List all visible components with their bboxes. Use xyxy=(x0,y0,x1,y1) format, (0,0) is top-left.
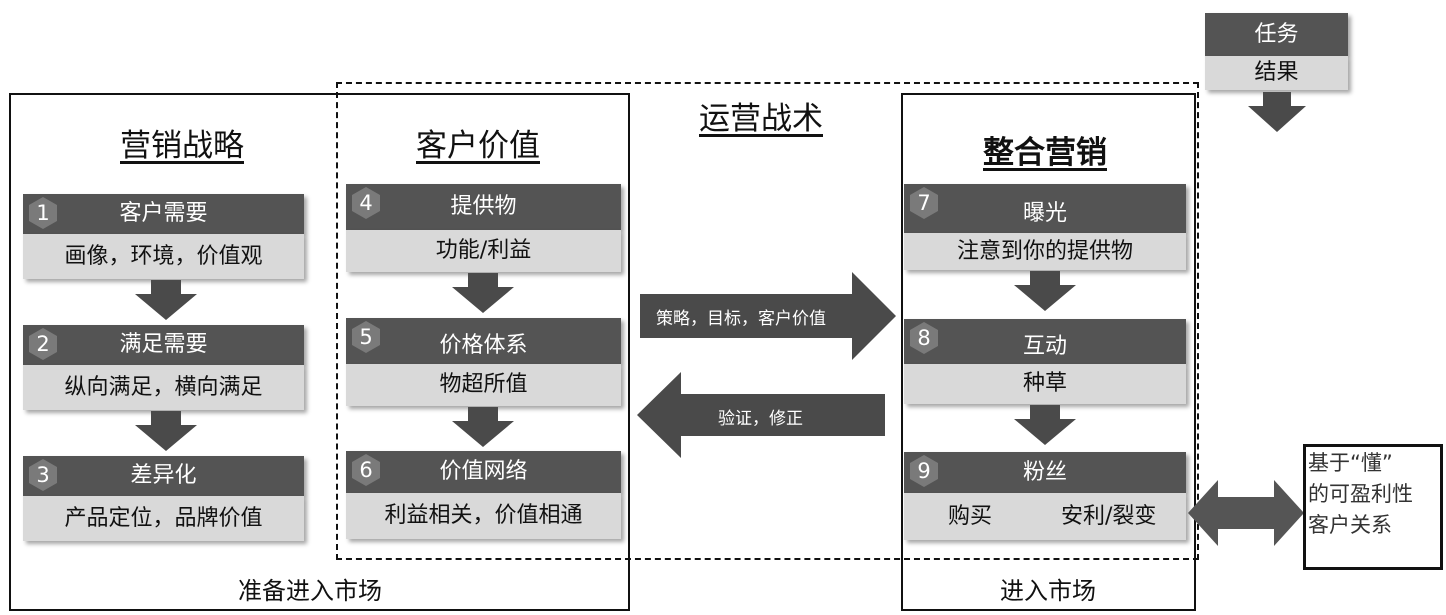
integrated-title: 整合营销 xyxy=(983,135,1107,171)
step-5-task: 5 价格体系 xyxy=(346,318,621,364)
step-2-task: 2 满足需要 xyxy=(23,325,304,365)
step-6-result-label: 利益相关，价值相通 xyxy=(384,503,583,528)
step-4-task: 4 提供物 xyxy=(346,184,621,230)
step-7-task-label: 曝光 xyxy=(1022,201,1067,226)
step-1-down-arrow-icon xyxy=(135,280,197,320)
step-9-number-badge: 9 xyxy=(910,455,938,487)
step-8-task-label: 互动 xyxy=(1022,334,1067,359)
step-6-task: 6 价值网络 xyxy=(346,451,621,493)
back-flow-label: 验证，修正 xyxy=(718,409,803,429)
step-4-result-label: 功能/利益 xyxy=(435,238,532,263)
relationship-note: 基于“懂” 的可盈利性 客户关系 xyxy=(1303,444,1443,570)
step-2-task-label: 满足需要 xyxy=(119,332,208,357)
step-1-result: 画像，环境，价值观 xyxy=(23,234,304,279)
strategy-footer: 准备进入市场 xyxy=(238,577,382,605)
step-7-task: 7 曝光 xyxy=(904,184,1186,233)
step-6-task-label: 价值网络 xyxy=(439,459,528,484)
tactics-dashed-frame xyxy=(336,82,1199,560)
legend-result-label: 结果 xyxy=(1254,60,1299,85)
step-3-result: 产品定位，品牌价值 xyxy=(23,496,304,541)
step-1-number-badge: 1 xyxy=(29,197,57,229)
strategy-frame xyxy=(9,93,630,611)
step-1-result-label: 画像，环境，价值观 xyxy=(64,244,263,269)
step-4-task-label: 提供物 xyxy=(450,194,517,219)
step-3-number-badge: 3 xyxy=(29,459,57,491)
step-9-result-right-label: 安利/裂变 xyxy=(1061,504,1157,529)
forward-flow-label: 策略，目标，客户价值 xyxy=(656,309,826,329)
step-9-result-left-label: 购买 xyxy=(948,504,993,529)
legend-result: 结果 xyxy=(1205,56,1348,90)
integrated-frame xyxy=(901,93,1196,611)
value-title: 客户价值 xyxy=(416,128,540,164)
legend-down-arrow-icon xyxy=(1248,92,1306,132)
step-8-result: 种草 xyxy=(904,364,1186,404)
step-7-number-badge: 7 xyxy=(910,187,938,219)
step-4-result: 功能/利益 xyxy=(346,230,621,272)
step-3-task-label: 差异化 xyxy=(130,463,197,488)
step-1-task-label: 客户需要 xyxy=(119,201,208,226)
step-7-result-label: 注意到你的提供物 xyxy=(956,239,1133,264)
step-6-number-badge: 6 xyxy=(352,454,380,486)
step-2-result: 纵向满足，横向满足 xyxy=(23,365,304,410)
step-5-task-label: 价格体系 xyxy=(439,333,528,358)
step-8-task: 8 互动 xyxy=(904,319,1186,364)
step-7-down-arrow-icon xyxy=(1014,271,1076,311)
relationship-note-line-2: 的可盈利性 xyxy=(1308,482,1413,506)
tactics-title: 运营战术 xyxy=(699,101,823,137)
step-3-task: 3 差异化 xyxy=(23,456,304,496)
step-3-result-label: 产品定位，品牌价值 xyxy=(64,506,263,531)
step-1-task: 1 客户需要 xyxy=(23,194,304,234)
bidirectional-arrow-icon xyxy=(1188,480,1304,546)
relationship-note-line-3: 客户关系 xyxy=(1308,513,1392,537)
legend-task: 任务 xyxy=(1205,13,1348,56)
relationship-note-line-1: 基于“懂” xyxy=(1308,451,1393,475)
step-8-down-arrow-icon xyxy=(1014,405,1076,445)
legend-task-label: 任务 xyxy=(1254,22,1299,47)
step-5-number-badge: 5 xyxy=(352,321,380,353)
step-6-result: 利益相关，价值相通 xyxy=(346,493,621,539)
back-flow-arrow-icon xyxy=(637,372,885,458)
step-5-down-arrow-icon xyxy=(452,407,514,447)
step-8-number-badge: 8 xyxy=(910,322,938,354)
integrated-footer: 进入市场 xyxy=(1000,577,1096,605)
step-9-result: 购买 安利/裂变 xyxy=(904,493,1186,540)
step-5-result: 物超所值 xyxy=(346,364,621,406)
step-8-result-label: 种草 xyxy=(1022,371,1067,396)
strategy-title: 营销战略 xyxy=(120,128,244,164)
forward-flow-arrow-icon xyxy=(640,272,896,360)
step-5-result-label: 物超所值 xyxy=(439,372,528,397)
step-9-task-label: 粉丝 xyxy=(1022,460,1067,485)
step-4-number-badge: 4 xyxy=(352,187,380,219)
step-9-task: 9 粉丝 xyxy=(904,452,1186,493)
step-2-result-label: 纵向满足，横向满足 xyxy=(64,375,263,400)
step-2-down-arrow-icon xyxy=(135,411,197,451)
step-4-down-arrow-icon xyxy=(452,273,514,313)
step-7-result: 注意到你的提供物 xyxy=(904,233,1186,270)
step-2-number-badge: 2 xyxy=(29,328,57,360)
